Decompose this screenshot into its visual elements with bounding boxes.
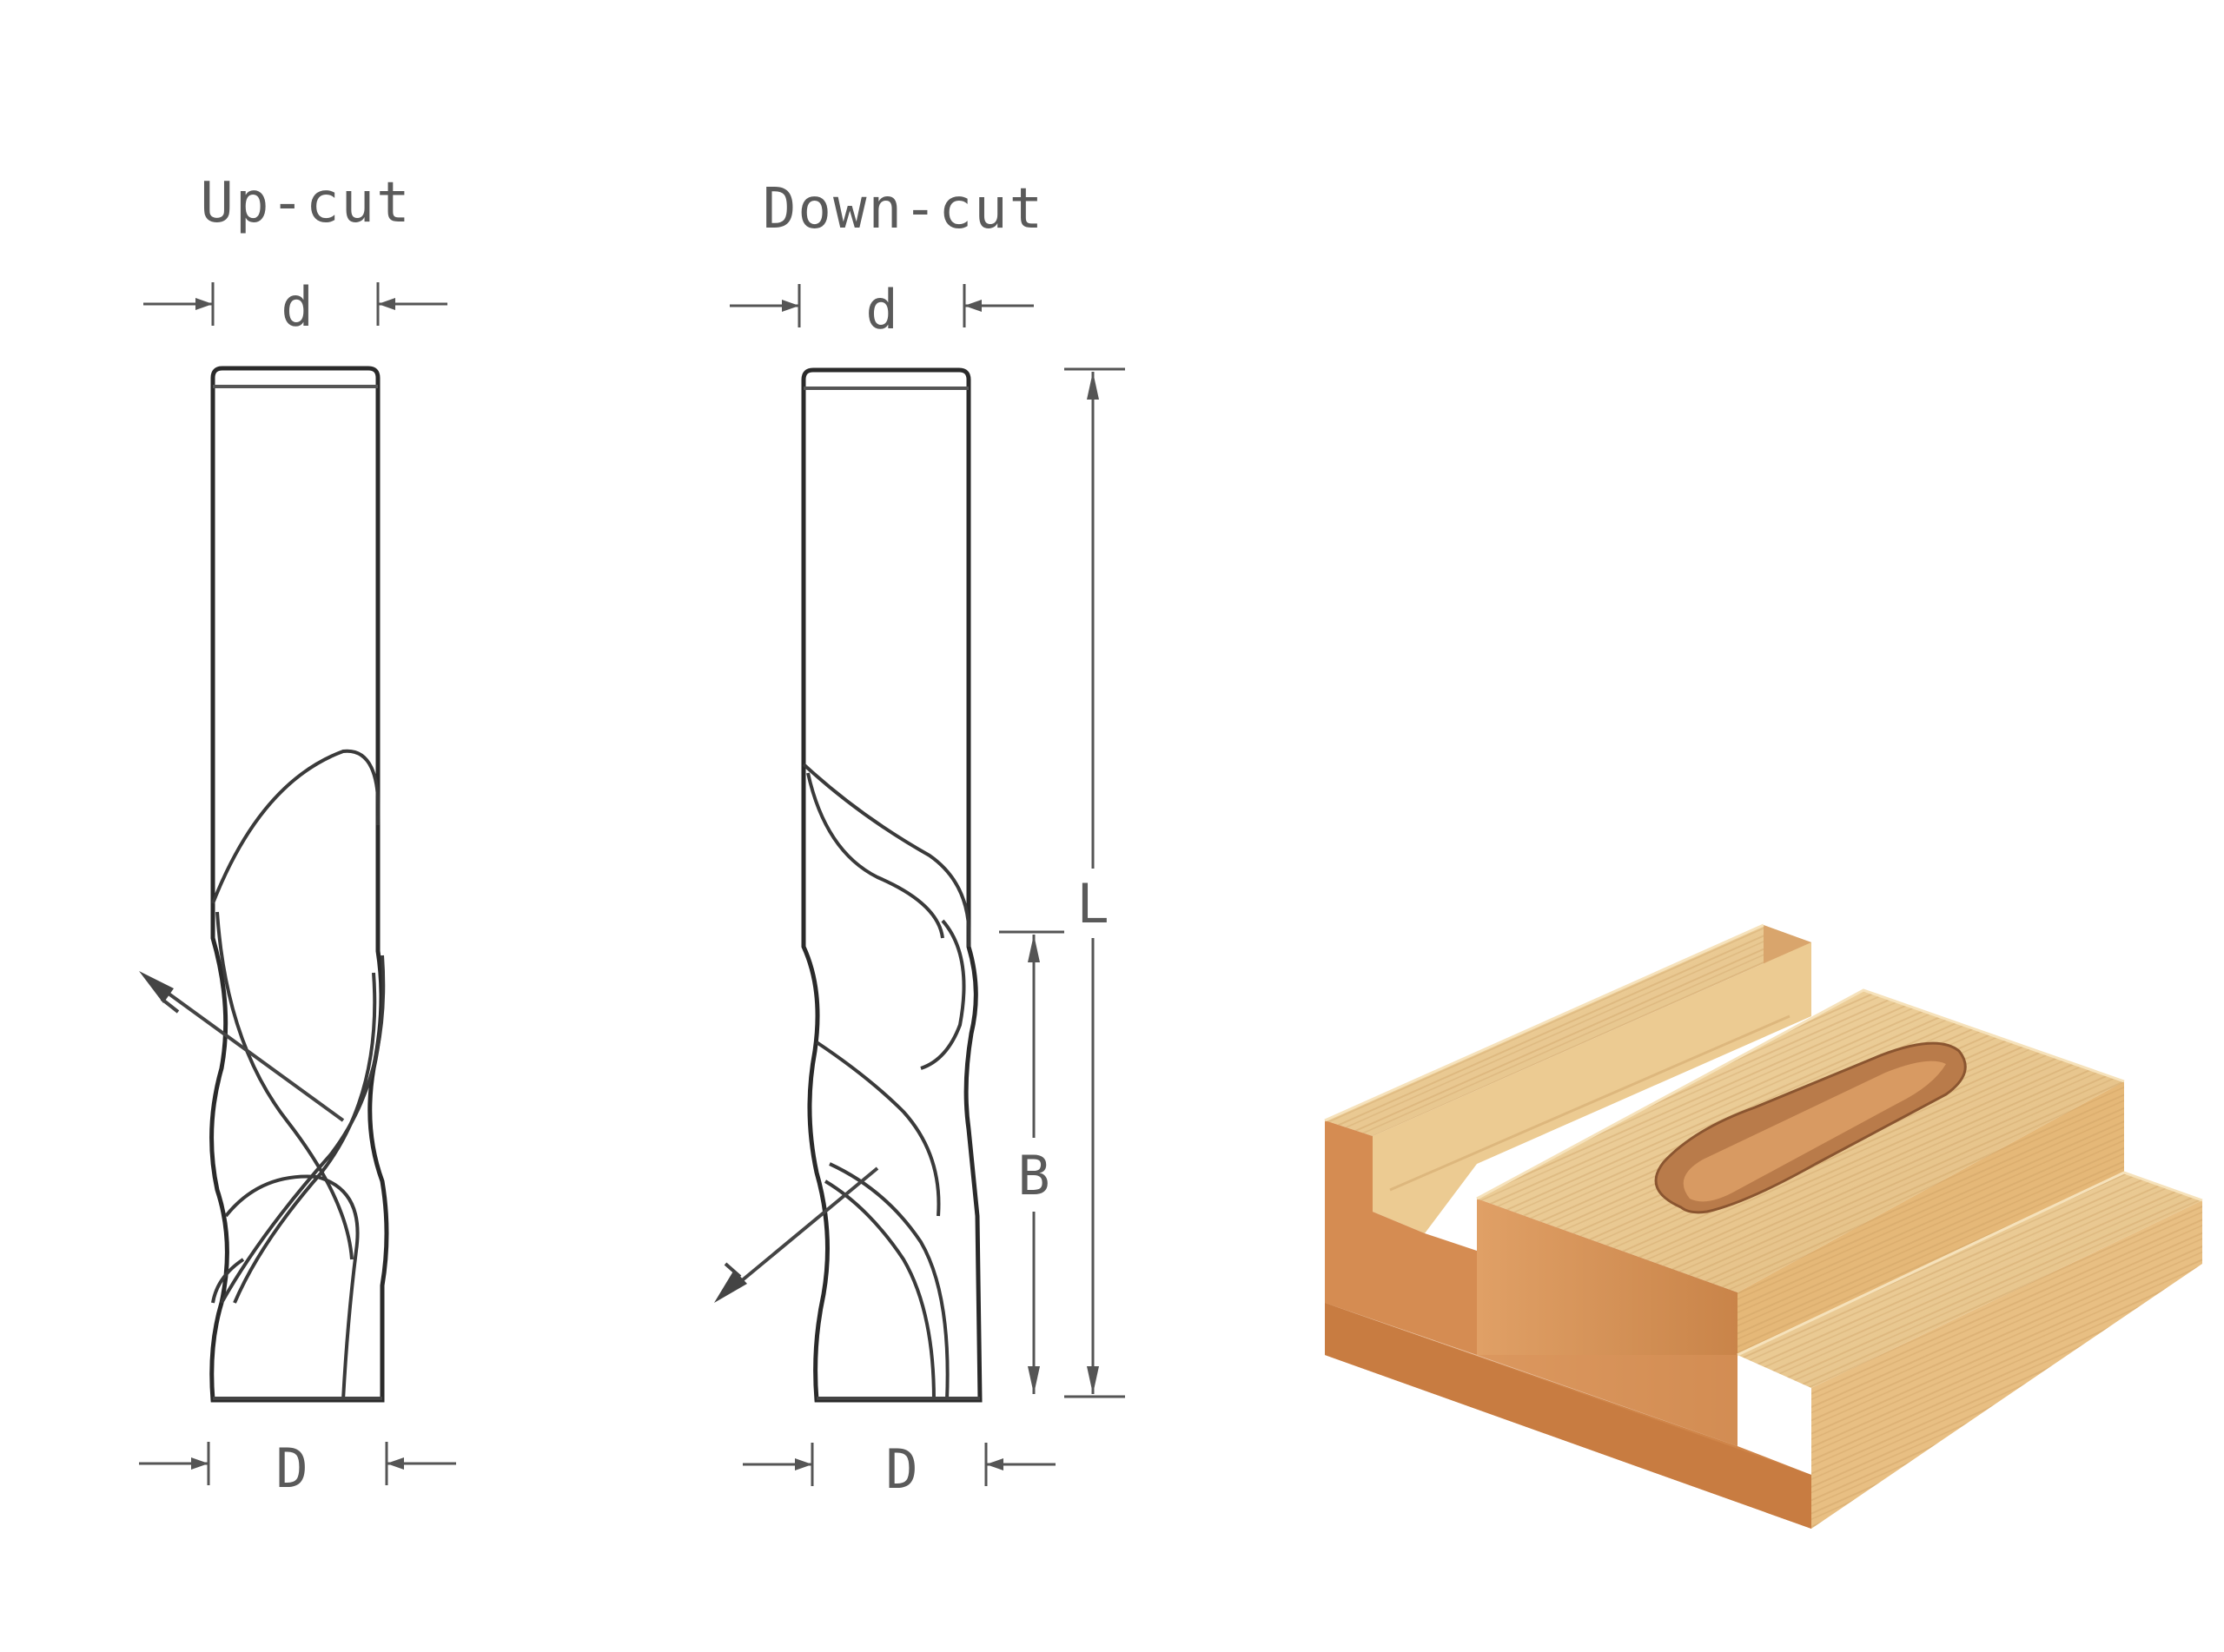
downcut-cut-label: D — [885, 1437, 917, 1501]
cutting-length-label: B — [1017, 1144, 1049, 1207]
upcut-shank-dimension: d — [143, 275, 447, 339]
overall-length-label: L — [1076, 872, 1109, 935]
downcut-shank-label: d — [865, 278, 897, 341]
overall-length-dimension: L — [1064, 367, 1125, 1398]
cutting-length-dimension: B — [999, 930, 1064, 1394]
upcut-shank-label: d — [281, 275, 313, 339]
downcut-bit — [801, 367, 983, 1403]
upcut-cut-label: D — [275, 1437, 308, 1500]
upcut-title: Up-cut — [200, 171, 411, 235]
downcut-cut-dimension: D — [743, 1437, 1056, 1501]
upcut-chip-arrow — [139, 971, 345, 1122]
upcut-cut-dimension: D — [139, 1437, 456, 1500]
downcut-shank-dimension: d — [730, 278, 1034, 341]
downcut-title: Down-cut — [763, 177, 1044, 241]
upcut-bit — [209, 366, 389, 1403]
wood-block-illustration — [1324, 923, 2203, 1529]
downcut-chip-arrow — [714, 1166, 879, 1303]
